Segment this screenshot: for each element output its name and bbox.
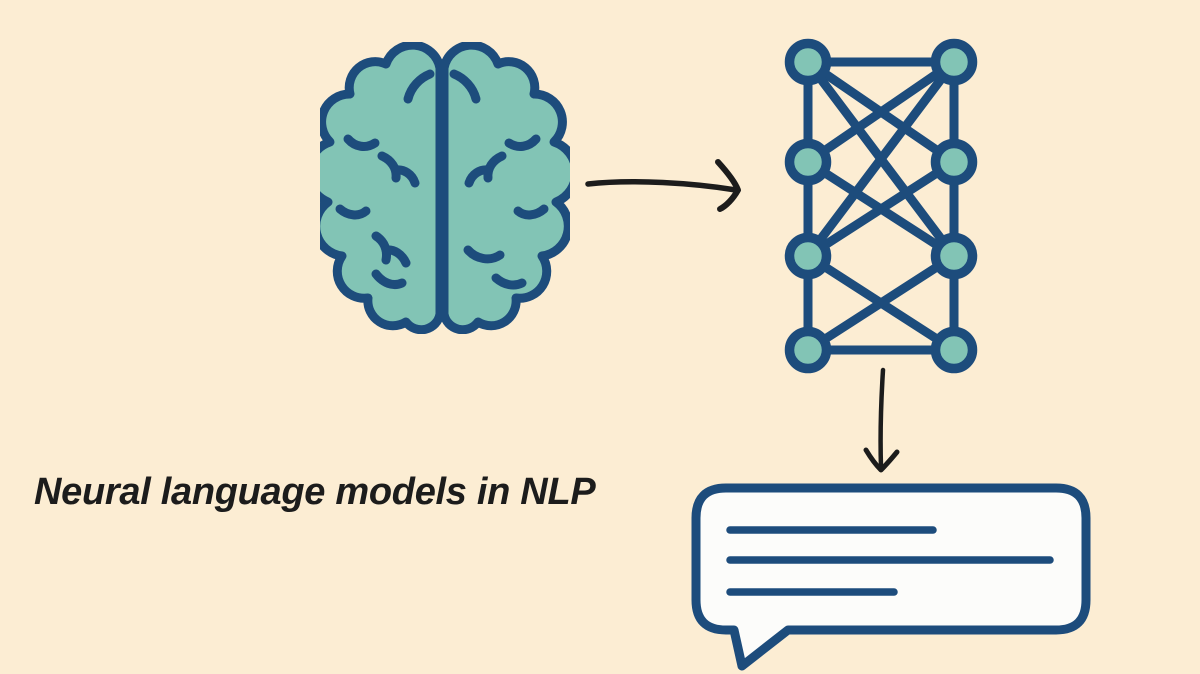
speech-bubble-icon [691,483,1091,671]
speech-bubble-text-lines [726,526,1054,596]
arrow-right-icon [585,159,741,212]
brain-icon [320,42,570,334]
brain-left-hemisphere [320,42,445,334]
network-nodes [784,38,978,374]
brain-sulci [335,69,549,290]
arrow-down-icon [863,367,900,473]
speech-bubble-body [691,483,1091,671]
network-edges [803,57,959,355]
page-title: Neural language models in NLP [34,471,596,513]
neural-network-icon [784,38,978,374]
